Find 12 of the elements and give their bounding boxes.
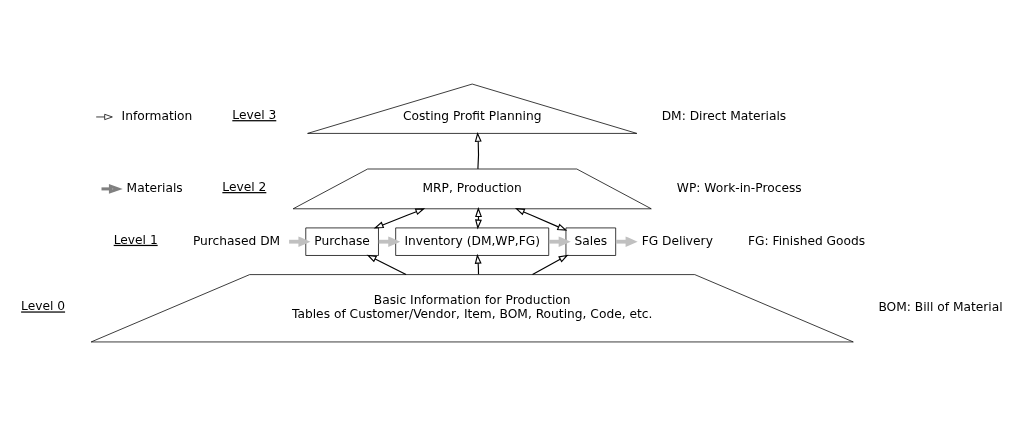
label: Level 3 <box>232 108 277 123</box>
label: WP: Work-in-Process <box>676 180 802 195</box>
label: BOM: Bill of Material <box>878 300 1003 315</box>
legend-label: Information <box>121 108 193 123</box>
label: Level 1 <box>113 232 158 247</box>
label: DM: Direct Materials <box>661 108 787 123</box>
node-text: FG Delivery <box>641 233 713 248</box>
label: FG: Finished Goods <box>748 233 866 248</box>
node-text: Purchased DM <box>192 233 281 248</box>
label: Level 2 <box>222 180 267 195</box>
label: Level 0 <box>21 299 66 314</box>
legend-label: Materials <box>126 180 183 195</box>
